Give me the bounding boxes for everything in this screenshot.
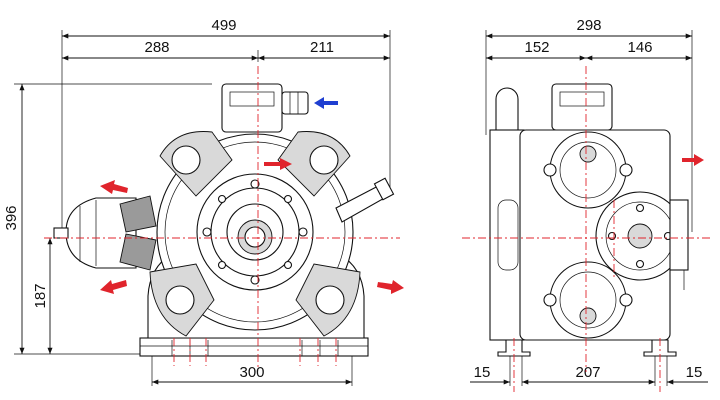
dim-label-15-left: 15: [474, 364, 491, 381]
dim-label-187: 187: [32, 283, 49, 308]
dim-label-298: 298: [576, 17, 601, 34]
dim-label-499: 499: [211, 17, 236, 34]
side-center-lines: [462, 66, 710, 392]
outlet-arrow-top: [264, 158, 292, 170]
dim-split-widths: 288 211: [62, 39, 390, 62]
dim-label-207: 207: [575, 364, 600, 381]
outlet-arrow-side: [682, 154, 704, 166]
dim-label-146: 146: [627, 39, 652, 56]
dim-side-split: 152 146: [486, 39, 692, 61]
dim-label-152: 152: [524, 39, 549, 56]
dim-label-211: 211: [310, 39, 334, 56]
dim-label-288: 288: [144, 39, 169, 56]
dim-overall-depth: 298: [485, 17, 693, 232]
dim-base-width: 300: [151, 356, 353, 386]
dim-side-feet: 15 207 15: [470, 356, 708, 386]
valve-head-upper-left: [159, 131, 233, 197]
dim-overall-width: 499: [61, 17, 391, 232]
dim-overall-height: 396: [3, 83, 212, 355]
outlet-arrow-left-upper: [100, 180, 128, 194]
inlet-arrow: [314, 97, 338, 109]
valve-head-lower-left: [149, 263, 215, 337]
flow-arrows-front: [100, 97, 404, 294]
dim-label-300: 300: [239, 364, 264, 381]
pump-side-body: [489, 83, 689, 357]
outlet-pipe-right: [335, 177, 395, 223]
front-center-lines: [44, 66, 400, 370]
side-view: 298 152 146 15 207 15: [462, 17, 710, 392]
dim-label-396: 396: [3, 205, 20, 230]
central-hub: [196, 173, 314, 291]
dim-label-15-right: 15: [686, 364, 703, 381]
accumulator-left: [53, 195, 157, 271]
valve-head-upper-right: [277, 131, 351, 197]
pump-front-body: [53, 83, 395, 357]
outlet-arrow-left-lower: [100, 280, 127, 294]
front-view: 499 288 211 396 187 300: [3, 17, 404, 386]
side-valve-upper: [543, 131, 633, 209]
dim-axis-height: 187: [32, 238, 53, 354]
outlet-arrow-right-lower: [377, 280, 404, 294]
valve-head-lower-right: [295, 263, 361, 337]
side-valve-lower: [543, 261, 633, 339]
